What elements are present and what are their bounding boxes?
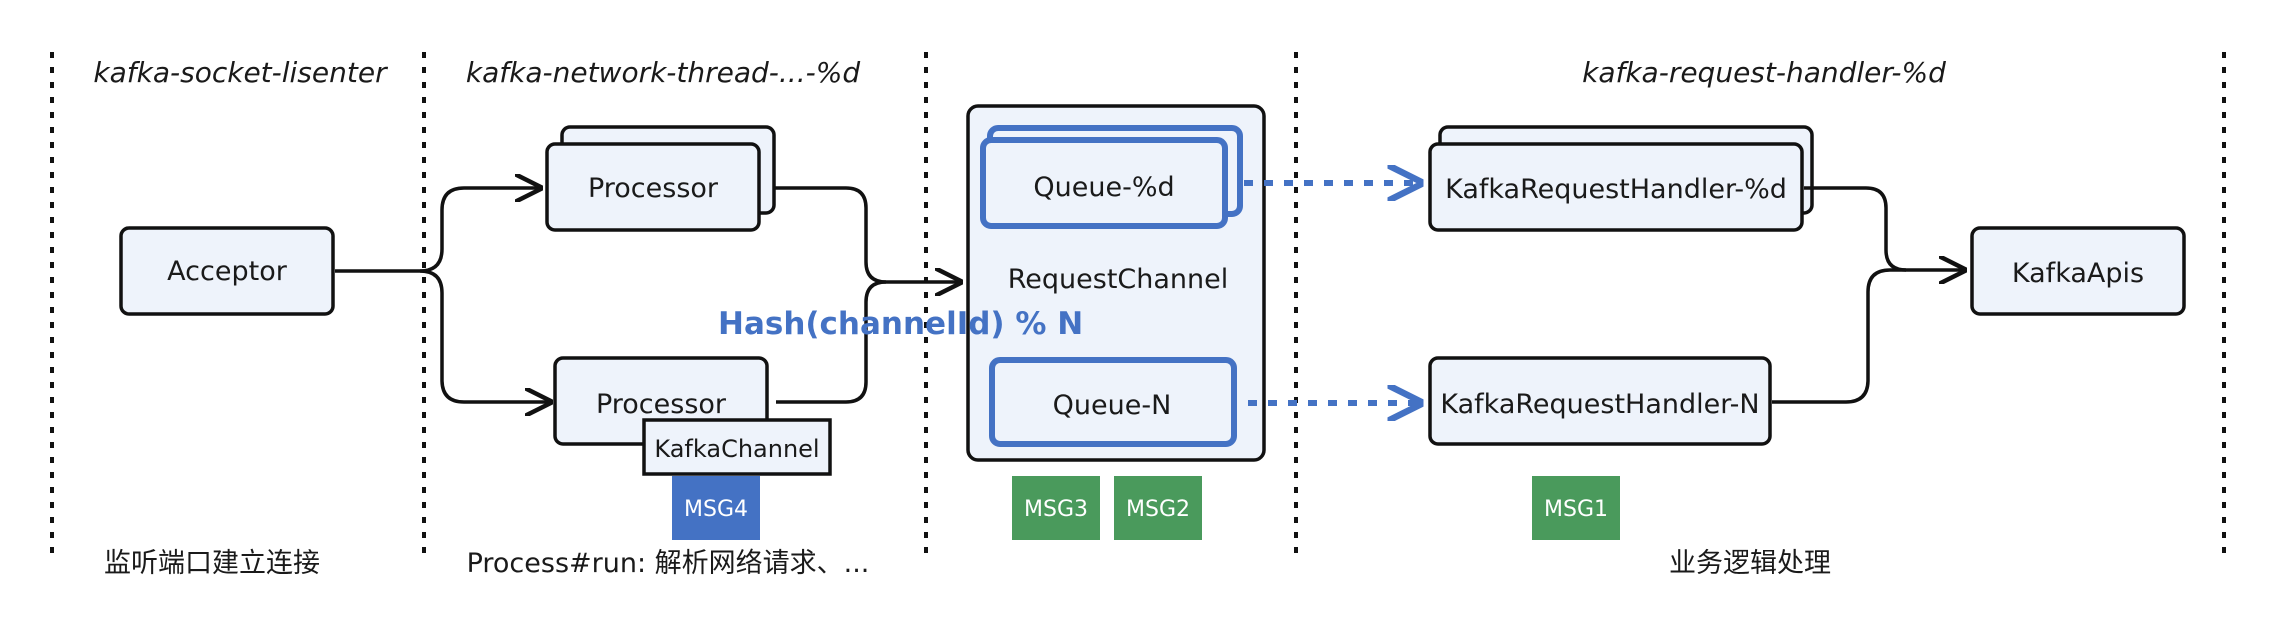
column-title-network-thread: kafka-network-thread-...-%d xyxy=(466,56,860,89)
connector-acceptor-to-processor-top xyxy=(335,188,540,273)
connector-acceptor-to-processor-bottom xyxy=(419,269,550,402)
handler-bottom-node: KafkaRequestHandler-N xyxy=(1428,356,1772,446)
queue-bottom-node: Queue-N xyxy=(989,357,1237,447)
msg2-label: MSG2 xyxy=(1126,497,1190,522)
queue-bottom-label: Queue-N xyxy=(1053,390,1172,421)
request-channel-label: RequestChannel xyxy=(1008,264,1229,295)
kafka-apis-node: KafkaApis xyxy=(1970,226,2186,316)
column-footer-request-handler: 业务逻辑处理 xyxy=(1669,548,1831,579)
kafka-apis-label: KafkaApis xyxy=(2012,258,2144,289)
acceptor-node: Acceptor xyxy=(119,226,335,316)
msg1-label: MSG1 xyxy=(1544,497,1608,522)
connector-processor-bottom-to-channel xyxy=(776,280,887,404)
msg3-label: MSG3 xyxy=(1024,497,1088,522)
kafka-channel-label: KafkaChannel xyxy=(654,435,819,463)
handler-bottom-label: KafkaRequestHandler-N xyxy=(1440,389,1759,420)
hash-label: Hash(channelId) % N xyxy=(718,306,1083,342)
column-dividers xyxy=(50,52,2226,560)
processor-top-node: Processor xyxy=(545,125,776,232)
handler-top-node: KafkaRequestHandler-%d xyxy=(1428,125,1814,232)
msg3-badge: MSG3 xyxy=(1012,476,1100,540)
connector-processor-top-to-channel xyxy=(774,186,960,282)
column-footer-network-thread: Process#run: 解析网络请求、... xyxy=(467,548,870,579)
msg4-badge: MSG4 xyxy=(672,476,760,540)
connector-handler-top-to-apis xyxy=(1804,186,1964,270)
column-title-socket-listener: kafka-socket-lisenter xyxy=(93,56,388,89)
kafka-channel-node: KafkaChannel xyxy=(642,418,832,476)
msg2-badge: MSG2 xyxy=(1114,476,1202,540)
queue-top-label: Queue-%d xyxy=(1033,172,1174,203)
column-footer-socket-listener: 监听端口建立连接 xyxy=(104,548,320,579)
processor-top-label: Processor xyxy=(588,173,719,204)
connector-handler-bottom-to-apis xyxy=(1772,268,1906,404)
msg4-label: MSG4 xyxy=(684,497,748,522)
acceptor-label: Acceptor xyxy=(167,256,288,287)
queue-top-node: Queue-%d xyxy=(980,125,1243,229)
handler-top-label: KafkaRequestHandler-%d xyxy=(1445,174,1787,205)
processor-bottom-label: Processor xyxy=(596,389,727,420)
column-title-request-handler: kafka-request-handler-%d xyxy=(1582,56,1946,89)
msg1-badge: MSG1 xyxy=(1532,476,1620,540)
